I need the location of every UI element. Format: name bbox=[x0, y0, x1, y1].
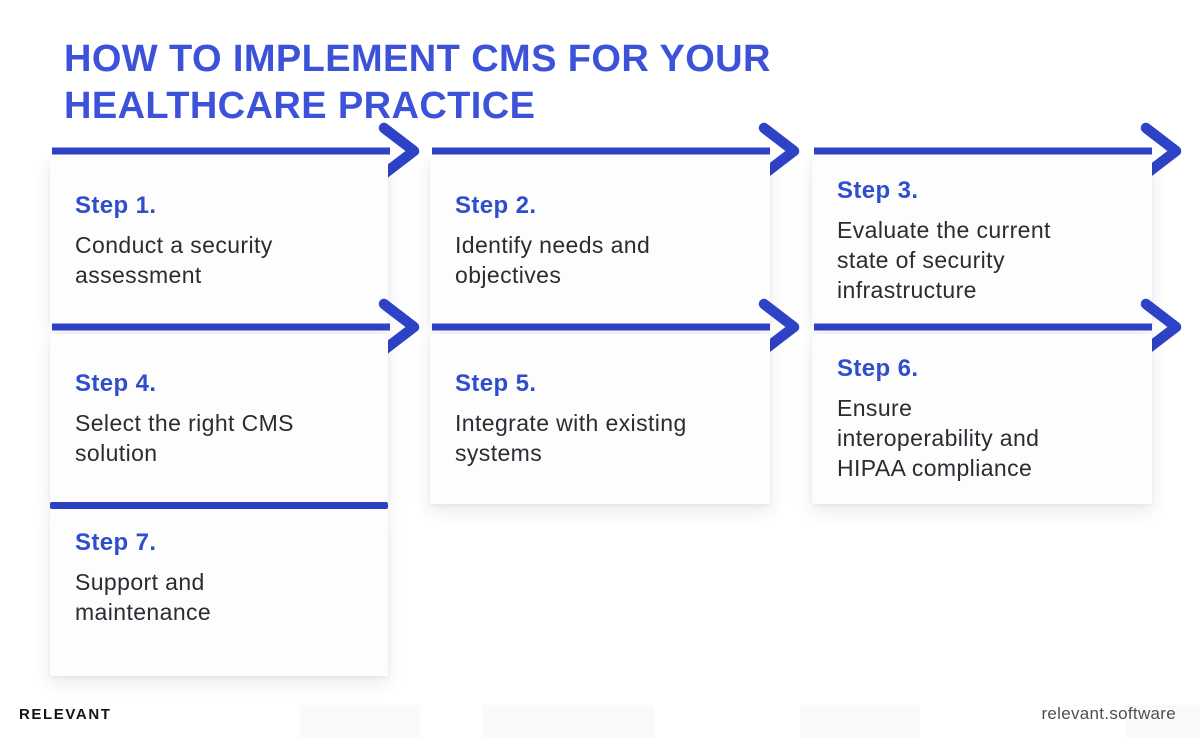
step-description: Identify needs and objectives bbox=[455, 232, 651, 288]
step-card-6: Step 6. Ensure interoperability and HIPA… bbox=[812, 334, 1152, 504]
arrow-right-icon bbox=[812, 298, 1182, 356]
arrow-right-icon bbox=[430, 298, 800, 356]
step-description: Evaluate the current state of security i… bbox=[837, 217, 1051, 303]
footer-artifact bbox=[800, 705, 920, 738]
footer-artifact bbox=[483, 705, 655, 738]
arrow-right-icon bbox=[50, 298, 420, 356]
step-card-4: Step 4. Select the right CMS solution bbox=[50, 334, 388, 504]
arrow-right-icon bbox=[812, 122, 1182, 180]
step-label: Step 4. bbox=[75, 370, 157, 397]
step-label: Step 2. bbox=[455, 192, 537, 219]
step-label: Step 1. bbox=[75, 192, 157, 219]
step-divider-line bbox=[50, 502, 388, 509]
page-title: HOW TO IMPLEMENT CMS FOR YOUR HEALTHCARE… bbox=[64, 38, 771, 127]
step-description: Ensure interoperability and HIPAA compli… bbox=[837, 395, 1040, 481]
step-label: Step 7. bbox=[75, 529, 157, 556]
step-label: Step 6. bbox=[837, 355, 919, 382]
step-card-7: Step 7. Support and maintenance bbox=[50, 509, 388, 676]
step-label: Step 5. bbox=[455, 370, 537, 397]
arrow-right-icon bbox=[430, 122, 800, 180]
step-card-3: Step 3. Evaluate the current state of se… bbox=[812, 158, 1152, 324]
step-label: Step 3. bbox=[837, 177, 919, 204]
step-description: Select the right CMS solution bbox=[75, 410, 294, 466]
arrow-right-icon bbox=[50, 122, 420, 180]
step-card-2: Step 2. Identify needs and objectives bbox=[430, 158, 770, 324]
website-url: relevant.software bbox=[1041, 704, 1176, 723]
step-description: Conduct a security assessment bbox=[75, 232, 273, 288]
step-card-1: Step 1. Conduct a security assessment bbox=[50, 158, 388, 324]
brand-logo: RELEVANT bbox=[19, 706, 112, 723]
step-description: Support and maintenance bbox=[75, 569, 212, 625]
step-description: Integrate with existing systems bbox=[455, 410, 687, 466]
footer-artifact bbox=[1125, 705, 1200, 738]
step-card-5: Step 5. Integrate with existing systems bbox=[430, 334, 770, 504]
footer-artifact bbox=[300, 705, 420, 738]
